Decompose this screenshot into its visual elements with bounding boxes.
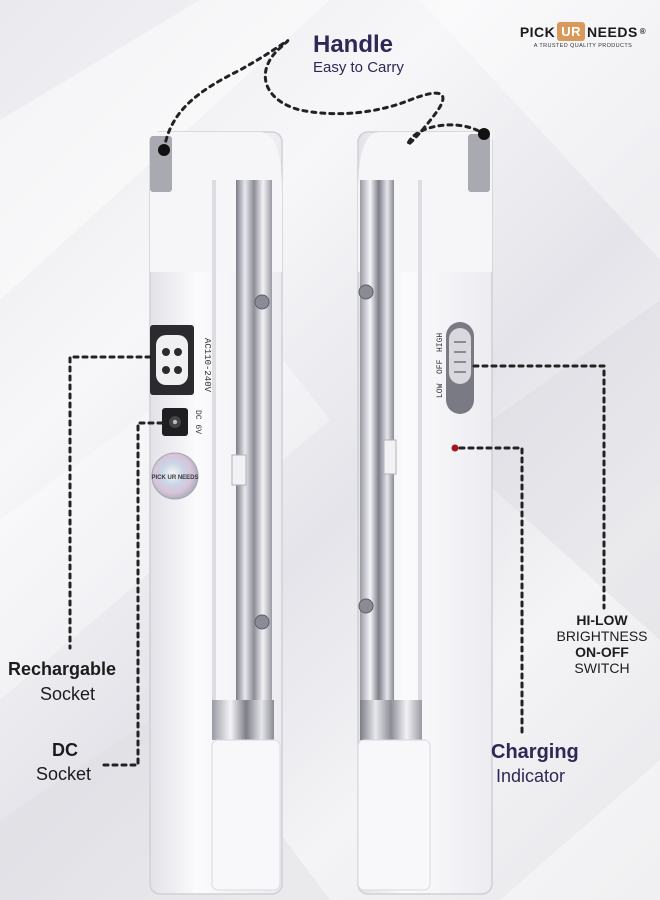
logo-needs: NEEDS [587, 23, 638, 40]
charging-callout-line [458, 446, 524, 738]
handle-callout-line [162, 39, 486, 152]
dc-callout-line2: Socket [36, 764, 92, 784]
handle-callout-title: Handle [313, 31, 394, 58]
switch-callout-line3: ON-OFF [575, 644, 629, 661]
logo-tagline: A TRUSTED QUALITY PRODUCTS [533, 43, 633, 49]
sticker-label: PICK UR NEEDS [151, 475, 198, 481]
switch-callout-text: HI-LOW BRIGHTNESS ON-OFF SWITCH [548, 612, 656, 676]
charging-callout-line1: Charging [491, 741, 579, 763]
dc-callout-line1: DC [52, 740, 78, 760]
switch-callout-line1: HI-LOW [576, 612, 628, 628]
registered-mark: ® [639, 27, 647, 36]
left-screw-icon [254, 294, 270, 310]
logo-ur-hand-icon: UR [557, 22, 586, 41]
left-screw-icon [254, 614, 270, 630]
callout-lines [68, 39, 606, 767]
right-handle-end [468, 134, 490, 192]
brand-logo: PICK UR NEEDS ® A TRUSTED QUALITY PRODUC… [518, 22, 648, 49]
switch-callout-line4: SWITCH [574, 660, 630, 677]
right-lamp-unit: LOW OFF HIGH [357, 131, 493, 895]
switch-callout-line [472, 364, 606, 610]
switch-low-label: LOW [436, 383, 445, 398]
dc-callout-line [102, 421, 164, 767]
ac-rating-label: AC110-240V [202, 338, 212, 393]
right-screw-icon [358, 284, 374, 300]
left-lamp-unit: AC110-240V DC 6V PICK UR NEEDS [149, 131, 283, 895]
recharge-callout-line [68, 355, 152, 650]
right-screw-icon [358, 598, 374, 614]
hologram-sticker [151, 452, 199, 500]
switch-off-label: OFF [436, 359, 445, 374]
dc-rating-label: DC 6V [193, 410, 202, 434]
handle-callout-subtitle: Easy to Carry [313, 59, 404, 76]
charging-indicator-led [451, 444, 459, 452]
logo-pick: PICK [519, 23, 556, 40]
recharge-callout-line1: Rechargable [8, 659, 117, 679]
switch-callout-line2: BRIGHTNESS [556, 628, 648, 645]
left-handle-end [150, 136, 172, 192]
charging-callout-line2: Indicator [496, 766, 566, 786]
switch-high-label: HIGH [436, 333, 445, 352]
recharge-callout-line2: Socket [40, 684, 96, 704]
